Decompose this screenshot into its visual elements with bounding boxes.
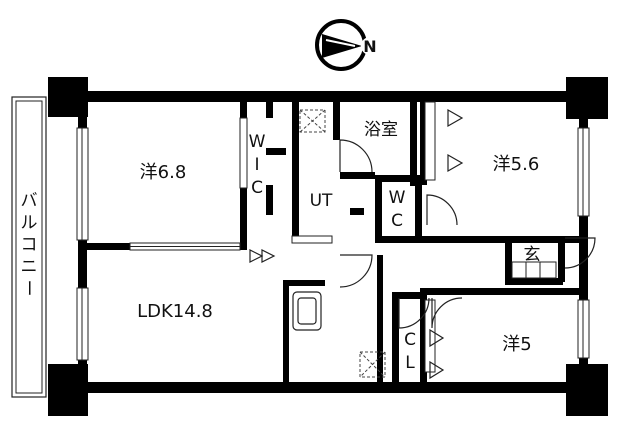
room-label-western-6-8: 洋6.8 — [140, 162, 187, 183]
balcony-label-3: コ — [21, 235, 38, 255]
cl-label-l: L — [405, 353, 415, 373]
left-windows — [76, 127, 89, 361]
room-label-entrance: 玄 — [524, 245, 541, 265]
room-label-ldk: LDK14.8 — [137, 301, 213, 322]
room-label-utility: UT — [310, 191, 333, 211]
balcony-label-2: ル — [21, 213, 38, 233]
wic-label-i: I — [254, 155, 259, 175]
kitchen-counter — [292, 291, 322, 331]
wic-label-c: C — [251, 178, 263, 198]
room-label-bath: 浴室 — [364, 120, 398, 140]
north-arrow-icon: N — [315, 19, 379, 71]
balcony-label-5: ー — [18, 280, 38, 297]
balcony-label-1: バ — [21, 191, 38, 211]
right-windows — [577, 127, 590, 359]
corner-columns — [48, 77, 608, 416]
room-label-western-5: 洋5 — [502, 334, 531, 355]
balcony-label-4: ニ — [21, 257, 38, 277]
wc-label-w: W — [389, 188, 406, 208]
shoe-cabinet — [511, 261, 557, 279]
swing-doors — [249, 108, 596, 380]
cl-label-c: C — [404, 330, 416, 350]
vent-markers — [299, 109, 386, 378]
north-label: N — [363, 37, 376, 56]
wc-label-c: C — [391, 211, 403, 231]
balcony — [11, 96, 47, 398]
room-label-western-5-6: 洋5.6 — [493, 154, 540, 175]
wic-label-w: W — [249, 132, 266, 152]
